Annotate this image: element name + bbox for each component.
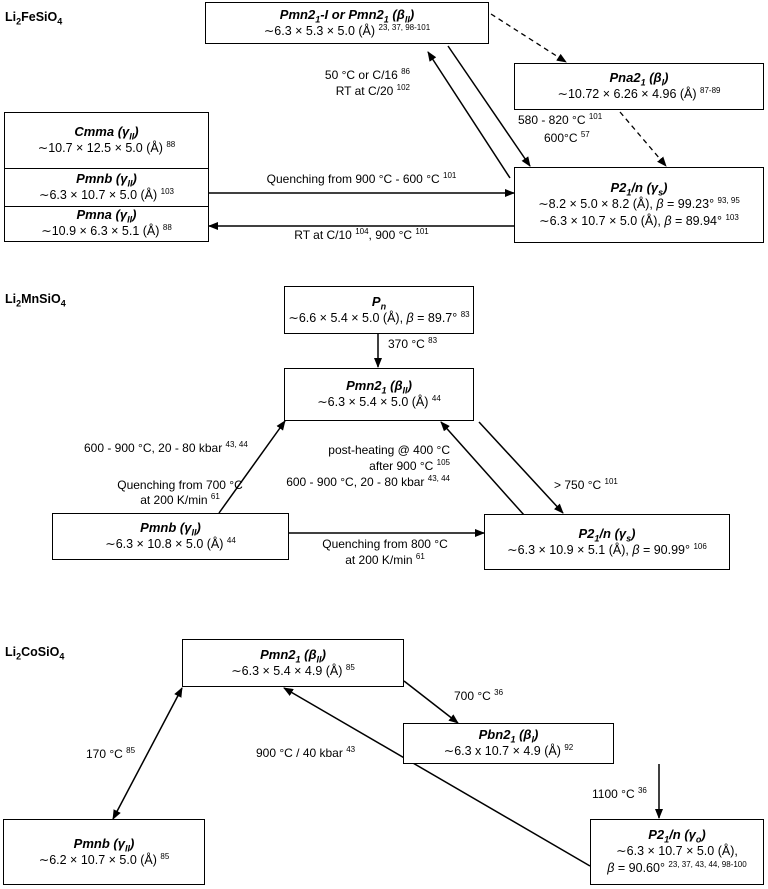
fe-label-quench: Quenching from 900 °C - 600 °C 101 (266, 171, 457, 187)
fe-pmn21-name: Pmn21-I or Pmn21 (βII) (279, 6, 415, 25)
mn-p21n-dims: ∼6.3 × 10.9 × 5.1 (Å), β = 90.99° 106 (507, 541, 707, 557)
arrow-co-p21n-to-pmn21 (283, 687, 591, 867)
mn-pmn21-name: Pmn21 (βII) (346, 378, 412, 396)
mn-label-post-3: 600 - 900 °C, 20 - 80 kbar 43, 44 (286, 474, 450, 490)
co-p21n-beta: β = 90.60° 23, 37, 43, 44, 98-100 (607, 859, 747, 875)
co-pbn21-dims: ∼6.3 x 10.7 × 4.9 (Å) 92 (443, 742, 574, 758)
fe-gamma-stack: Cmma (γII) ∼10.7 × 12.5 × 5.0 (Å) 88 Pmn… (4, 112, 209, 242)
fe-p21n-box: P21/n (γs) ∼8.2 × 5.0 × 8.2 (Å), β = 99.… (514, 167, 764, 243)
co-pmn21-box: Pmn21 (βII) ∼6.3 × 5.4 × 4.9 (Å) 85 (182, 639, 404, 687)
mn-pmnb-name: Pmnb (γII) (140, 520, 201, 538)
arrow-fe-p21n-to-pmn (427, 51, 511, 179)
co-pmnb-name: Pmnb (γII) (73, 835, 135, 854)
fe-pna21-dims: ∼10.72 × 6.26 × 4.96 (Å) 87-89 (557, 85, 721, 101)
fe-pmna-dims: ∼10.9 × 6.3 × 5.1 (Å) 88 (41, 222, 172, 238)
fe-pmna-cell: Pmna (γII) ∼10.9 × 6.3 × 5.1 (Å) 88 (5, 207, 208, 240)
arrow-mn-pmnb-to-pmn21 (218, 420, 286, 514)
co-p21n-dims: ∼6.3 × 10.7 × 5.0 (Å), (616, 844, 738, 858)
co-label-900: 900 °C / 40 kbar 43 (256, 745, 356, 761)
co-pmn21-dims: ∼6.3 × 5.4 × 4.9 (Å) 85 (231, 662, 355, 678)
fe-label-rt20: RT at C/20 102 (335, 83, 410, 99)
co-pbn21-box: Pbn21 (βI) ∼6.3 x 10.7 × 4.9 (Å) 92 (403, 723, 614, 764)
mn-pn-dims: ∼6.6 × 5.4 × 5.0 (Å), β = 89.7° 83 (288, 309, 470, 325)
mn-label-quench700-2: at 200 K/min 61 (140, 492, 220, 508)
mn-p21n-box: P21/n (γs) ∼6.3 × 10.9 × 5.1 (Å), β = 90… (484, 514, 730, 570)
fe-pmnb-name: Pmnb (γII) (76, 171, 137, 189)
mn-label-post-1: post-heating @ 400 °C (328, 443, 450, 457)
co-pmn21-name: Pmn21 (βII) (260, 646, 326, 665)
fe-label-580: 580 - 820 °C 101 (518, 112, 603, 128)
mn-label-quench700-1: Quenching from 700 °C (117, 478, 243, 492)
arrow-mn-pmn21-to-p21n (478, 421, 564, 514)
mn-label-quench800-1: Quenching from 800 °C (322, 537, 448, 551)
mn-pmn21-dims: ∼6.3 × 5.4 × 5.0 (Å) 44 (317, 393, 441, 409)
arrow-fe-pna-to-p21n-dashed (619, 111, 667, 167)
fe-pmn21-box: Pmn21-I or Pmn21 (βII) ∼6.3 × 5.3 × 5.0 … (205, 2, 489, 44)
mn-pmn21-box: Pmn21 (βII) ∼6.3 × 5.4 × 5.0 (Å) 44 (284, 368, 474, 421)
fe-label-50c: 50 °C or C/16 86 (324, 67, 410, 83)
arrow-co-pmn21-to-pbn21 (403, 680, 459, 724)
mn-pmnb-box: Pmnb (γII) ∼6.3 × 10.8 × 5.0 (Å) 44 (52, 513, 289, 560)
mn-label-370: 370 °C 83 (388, 336, 438, 352)
arrow-co-pmnb-pmn21-double (112, 687, 183, 820)
co-pmnb-dims: ∼6.2 × 10.7 × 5.0 (Å) 85 (38, 851, 170, 867)
arrow-mn-p21n-to-pmn21 (440, 421, 525, 516)
co-p21n-name: P21/n (γo) (648, 827, 706, 845)
fe-p21n-name: P21/n (γs) (610, 180, 668, 198)
arrow-fe-pmn-to-pna-dashed (490, 13, 567, 63)
fe-p21n-dims-1: ∼8.2 × 5.0 × 8.2 (Å), β = 99.23° 93, 95 (538, 195, 740, 211)
fe-cmma-cell: Cmma (γII) ∼10.7 × 12.5 × 5.0 (Å) 88 (5, 113, 208, 169)
fe-pmnb-dims: ∼6.3 × 10.7 × 5.0 (Å) 103 (38, 186, 174, 202)
mn-label-750: > 750 °C 101 (554, 477, 618, 493)
fe-pmnb-cell: Pmnb (γII) ∼6.3 × 10.7 × 5.0 (Å) 103 (5, 169, 208, 207)
fe-label-rt10: RT at C/10 104, 900 °C 101 (294, 227, 429, 243)
arrow-fe-pmn-to-p21n (447, 45, 531, 167)
fe-pmn21-dims: ∼6.3 × 5.3 × 5.0 (Å) 23, 37, 98-101 (263, 22, 431, 38)
co-label-1100: 1100 °C 36 (592, 786, 647, 802)
fe-pmna-name: Pmna (γII) (76, 207, 137, 225)
section-title-mn: Li2MnSiO4 (5, 292, 66, 309)
fe-cmma-dims: ∼10.7 × 12.5 × 5.0 (Å) 88 (37, 139, 176, 155)
co-pmnb-box: Pmnb (γII) ∼6.2 × 10.7 × 5.0 (Å) 85 (3, 819, 205, 885)
co-pbn21-name: Pbn21 (βI) (478, 727, 539, 745)
section-title-fe: Li2FeSiO4 (5, 10, 63, 27)
fe-label-600: 600°C 57 (544, 130, 590, 146)
fe-pna21-box: Pna21 (βI) ∼10.72 × 6.26 × 4.96 (Å) 87-8… (514, 63, 764, 110)
mn-pmnb-dims: ∼6.3 × 10.8 × 5.0 (Å) 44 (105, 535, 236, 551)
co-p21n-box: P21/n (γo) ∼6.3 × 10.7 × 5.0 (Å), β = 90… (590, 819, 764, 885)
mn-pn-box: Pn ∼6.6 × 5.4 × 5.0 (Å), β = 89.7° 83 (284, 286, 474, 334)
fe-pna21-name: Pna21 (βI) (609, 70, 669, 88)
section-title-co: Li2CoSiO4 (5, 645, 65, 662)
mn-label-quench800-2: at 200 K/min 61 (345, 552, 425, 568)
fe-p21n-dims-2: ∼6.3 × 10.7 × 5.0 (Å), β = 89.94° 103 (539, 212, 739, 228)
co-label-170: 170 °C 85 (86, 746, 136, 762)
mn-pn-name: Pn (371, 293, 387, 312)
fe-cmma-name: Cmma (γII) (74, 124, 139, 142)
mn-label-600-900: 600 - 900 °C, 20 - 80 kbar 43, 44 (84, 440, 248, 456)
co-label-700: 700 °C 36 (454, 688, 504, 704)
mn-p21n-name: P21/n (γs) (578, 525, 636, 544)
mn-label-post-2: after 900 °C 105 (369, 458, 450, 474)
